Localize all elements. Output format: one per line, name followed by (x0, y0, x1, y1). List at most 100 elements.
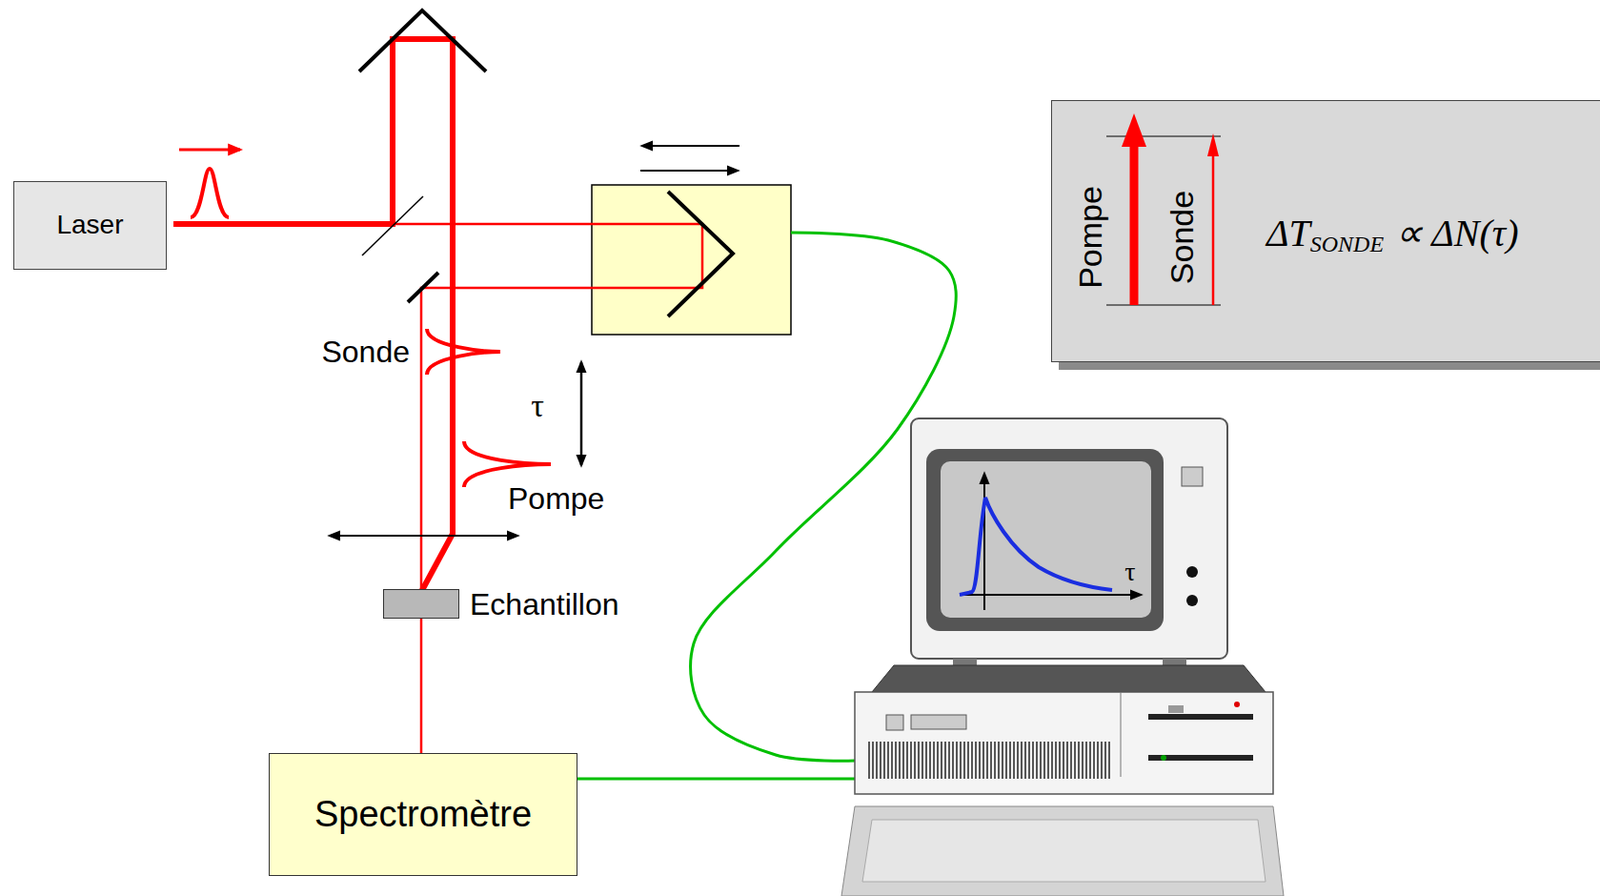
formula-main: ΔT (1266, 211, 1311, 256)
vent-slit (986, 741, 989, 779)
vent-slit (868, 741, 871, 779)
vent-slit (913, 741, 916, 779)
mirror (407, 272, 439, 303)
vent-slit (1012, 741, 1015, 779)
keyboard-keys (862, 819, 1266, 882)
probe-transition-arrow (1212, 153, 1216, 305)
vent-slit (1028, 741, 1031, 779)
vent-slit (925, 741, 928, 779)
vent-slit (1054, 741, 1057, 779)
delay-stage (591, 184, 791, 335)
vent-slit (982, 741, 985, 779)
level-line (1106, 304, 1221, 306)
vent-slit (1043, 741, 1046, 779)
sample-name: Echantillon (469, 586, 620, 622)
motion-arrow (642, 144, 740, 147)
vent-slit (879, 741, 882, 779)
vent-slit (871, 741, 874, 779)
status-led (1234, 701, 1240, 708)
direction-arrow (179, 148, 241, 152)
monitor-bezel (926, 448, 1164, 631)
drive-slot (1148, 754, 1254, 761)
vent-slit (1104, 741, 1107, 779)
source-name: Laser (56, 209, 123, 241)
vent-slit (929, 741, 932, 779)
vent-slit (944, 741, 947, 779)
beam-splitter (362, 196, 424, 256)
vent-slit (902, 741, 905, 779)
vent-slit (883, 741, 886, 779)
plot-axis-symbol: τ (1124, 556, 1135, 588)
status-led (1160, 754, 1167, 761)
vent-slit (1062, 741, 1065, 779)
vent-slit (1039, 741, 1042, 779)
arrow-head (1121, 113, 1147, 147)
vent-slit (906, 741, 909, 779)
spectrometer-box: Spectromètre (268, 752, 578, 876)
vent-slit (1089, 741, 1092, 779)
plot-axis (959, 593, 1141, 596)
vent-slit (1016, 741, 1019, 779)
arrow-head (1207, 133, 1219, 157)
vent-slit (898, 741, 901, 779)
vent-slit (1077, 741, 1080, 779)
vent-slit (974, 741, 977, 779)
vent-slit (963, 741, 966, 779)
vent-slit (1001, 741, 1004, 779)
vent-slit (910, 741, 912, 779)
formula-rest: ∝ ΔN(τ) (1395, 211, 1519, 256)
vent-slit (932, 741, 935, 779)
vent-slit (917, 741, 920, 779)
vent-grille (869, 741, 1110, 779)
monitor-case (911, 418, 1228, 659)
vent-slit (1047, 741, 1050, 779)
monitor-button (1181, 466, 1203, 487)
vent-slit (997, 741, 1000, 779)
vent-slit (990, 741, 993, 779)
vent-slit (921, 741, 924, 779)
vent-slit (1005, 741, 1008, 779)
vent-slit (1032, 741, 1034, 779)
vent-slit (875, 741, 878, 779)
vent-slit (1073, 741, 1076, 779)
vent-slit (959, 741, 962, 779)
pump-pulse-label: Pompe (507, 481, 605, 517)
monitor-knob (1186, 566, 1198, 578)
delay-symbol: τ (530, 386, 545, 425)
vent-slit (971, 741, 973, 779)
vent-slit (1024, 741, 1027, 779)
vent-slit (887, 741, 890, 779)
drive-slot (1148, 713, 1254, 720)
vent-slit (1020, 741, 1023, 779)
probe-beam (392, 223, 703, 589)
retroreflector (668, 191, 733, 317)
pump-transition-arrow (1130, 143, 1139, 305)
pulse-shape (190, 168, 229, 218)
probe-axis-label: Sonde (1163, 190, 1201, 284)
vent-slit (891, 741, 893, 779)
vent-slit (1108, 741, 1111, 779)
retroreflector (359, 10, 487, 72)
vent-slit (936, 741, 939, 779)
motion-arrow (640, 169, 738, 172)
pump-axis-label: Pompe (1072, 185, 1110, 289)
drive-divider (1120, 691, 1122, 777)
vent-slit (1051, 741, 1054, 779)
vent-slit (940, 741, 943, 779)
pulse-shape (426, 328, 501, 375)
formula-subscript: SONDE (1310, 231, 1384, 259)
vent-slit (1081, 741, 1084, 779)
vent-slit (948, 741, 951, 779)
pump-beam (173, 39, 453, 592)
base-plate (871, 665, 1266, 692)
plot-axis (983, 473, 986, 610)
translation-arrow (329, 534, 518, 537)
pulse-shape (464, 441, 551, 487)
spectrometer-name: Spectromètre (314, 793, 532, 836)
decay-curve (959, 497, 1113, 595)
vent-slit (967, 741, 970, 779)
power-switch (886, 714, 904, 730)
data-cable (577, 777, 855, 781)
